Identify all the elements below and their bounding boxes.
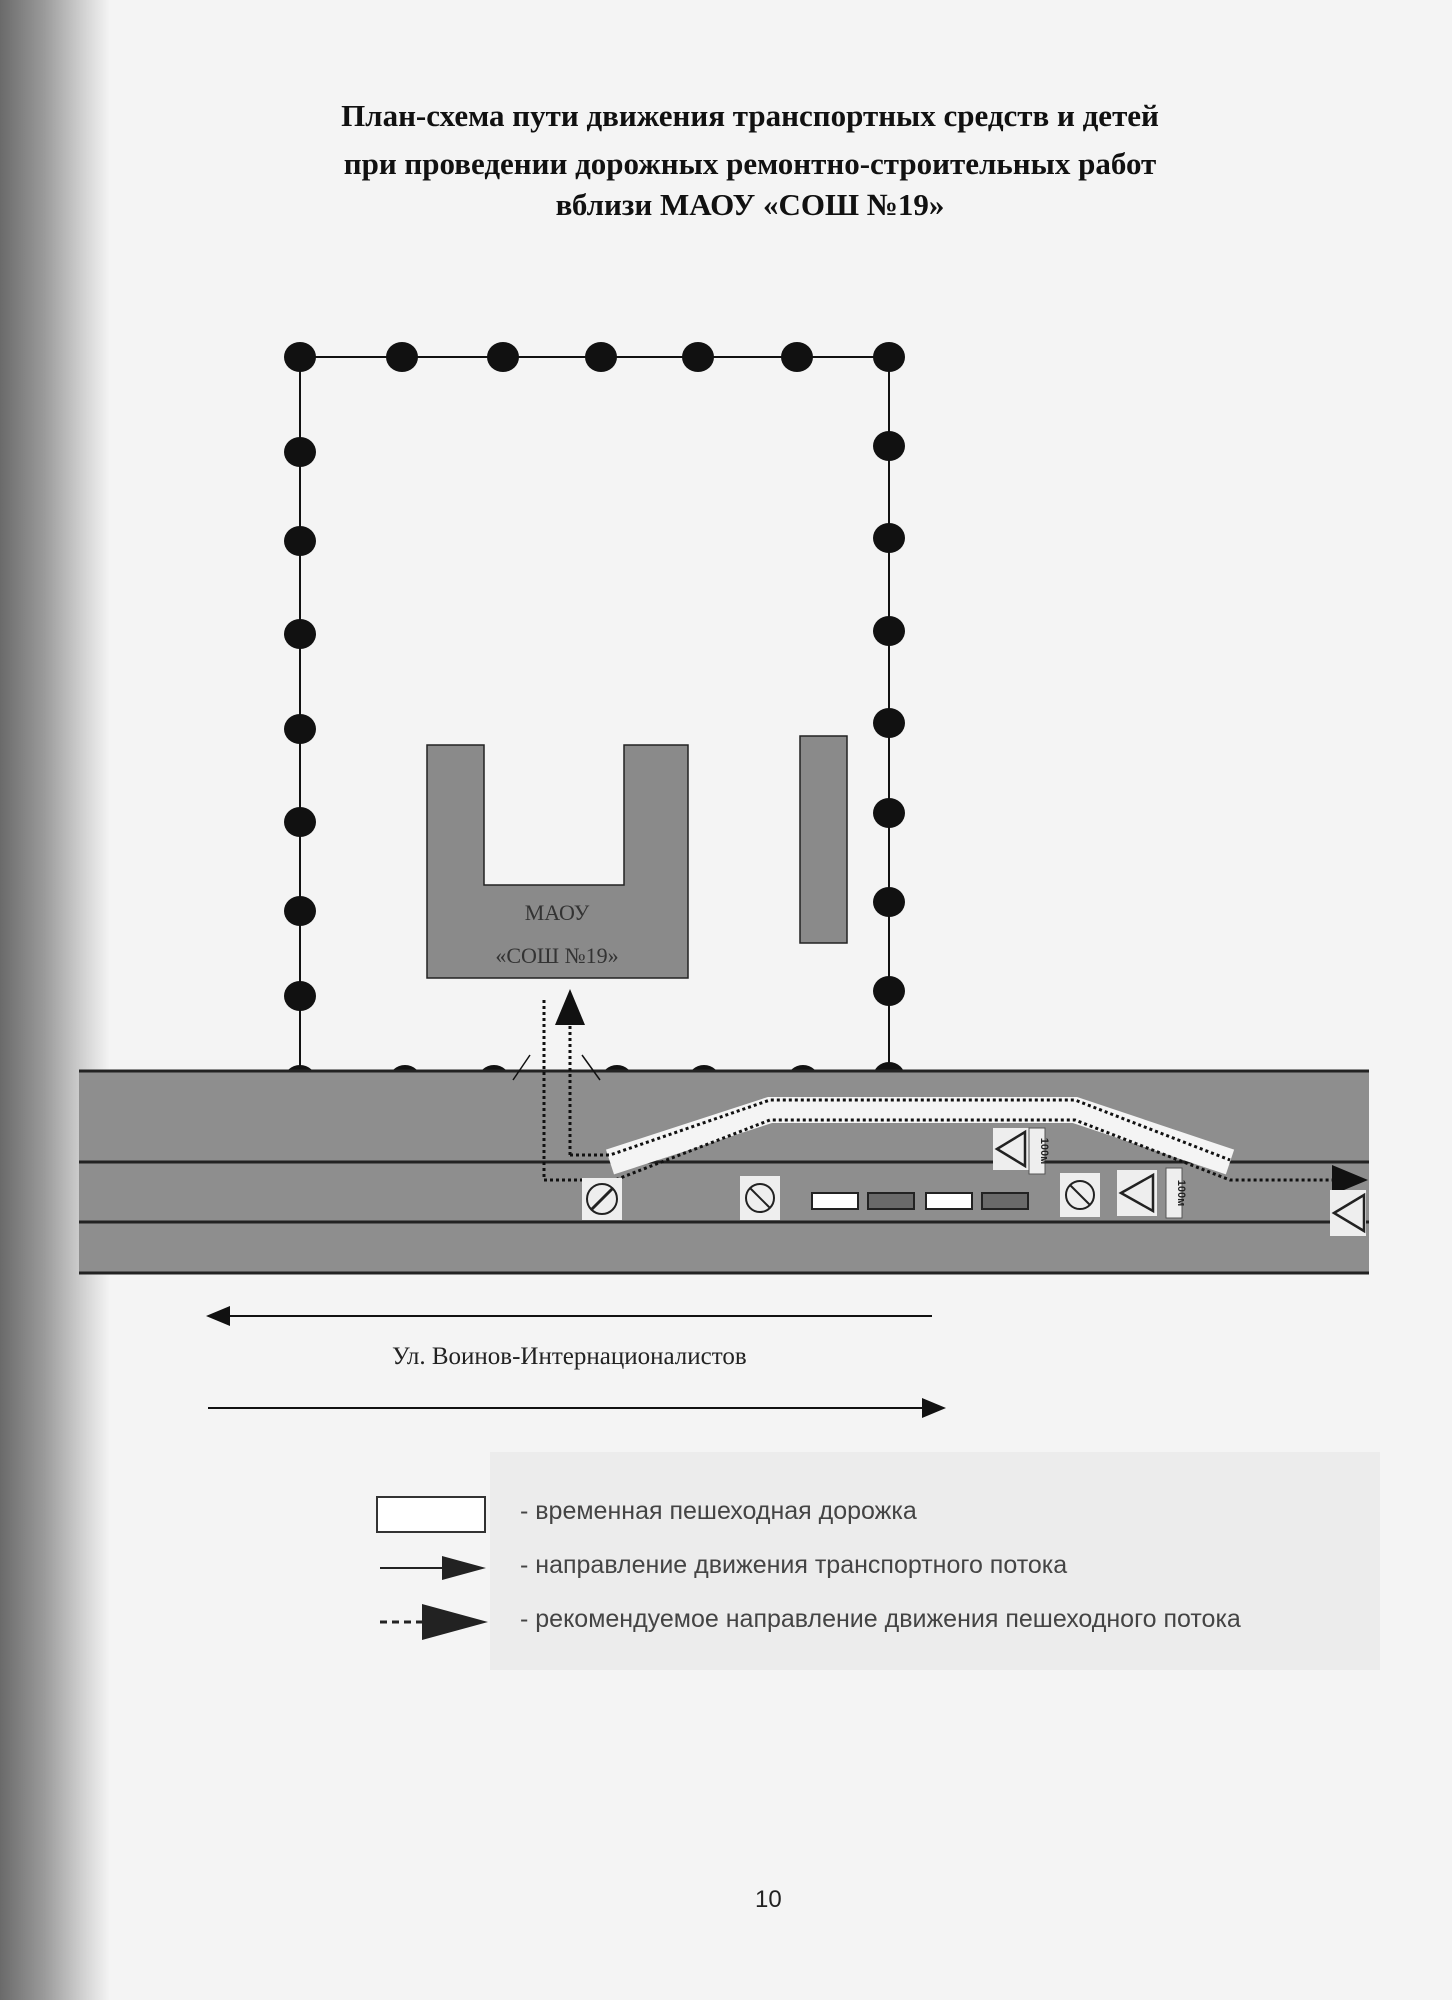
fence-post [284, 896, 316, 926]
legend-label-walkway: - временная пешеходная дорожка [520, 1497, 917, 1525]
distance-plate: 100м [1028, 1127, 1050, 1175]
fence-post [873, 976, 905, 1006]
temporary-walkway [605, 1097, 1235, 1175]
gate-line [512, 1054, 531, 1081]
building-label-1: МАОУ [524, 900, 590, 925]
fence-post [873, 887, 905, 917]
fence-post [873, 431, 905, 461]
page-number: 10 [755, 1886, 782, 1913]
end-restrictions-sign [582, 1178, 622, 1220]
distance-plate-text: 100м [1038, 1138, 1050, 1165]
fence-post [386, 342, 418, 372]
legend-walkway-symbol [376, 1496, 486, 1533]
building-label-2: «СОШ №19» [495, 943, 619, 968]
no-pedestrians-sign [1060, 1173, 1100, 1217]
distance-plate-text: 100м [1175, 1180, 1187, 1207]
fence-post [873, 798, 905, 828]
annex-building [799, 735, 848, 944]
fence-post [284, 526, 316, 556]
fence-post [781, 342, 813, 372]
fence-post [284, 714, 316, 744]
title-line-3: вблизи МАОУ «СОШ №19» [555, 187, 945, 222]
legend-label-pedestrian: - рекомендуемое направление движения пеш… [520, 1605, 1241, 1633]
fence-post [682, 342, 714, 372]
legend-label-traffic: - направление движения транспортного пот… [520, 1551, 1068, 1579]
fence-post [585, 342, 617, 372]
school-building [426, 744, 689, 979]
pedestrian-route [542, 989, 1368, 1195]
no-pedestrians-sign [740, 1176, 780, 1220]
title-line-1: План-схема пути движения транспортных ср… [341, 98, 1159, 133]
gate-line [581, 1054, 601, 1081]
fence-post [284, 807, 316, 837]
children-warning-sign [1330, 1190, 1366, 1236]
scan-shadow [0, 0, 110, 2000]
fence-post [873, 342, 905, 372]
street-name: Ул. Воинов-Интернационалистов [392, 1343, 747, 1370]
fence-post [873, 708, 905, 738]
fence-post [873, 523, 905, 553]
children-warning-sign [1117, 1170, 1157, 1216]
fence-post [873, 616, 905, 646]
fence-post [284, 981, 316, 1011]
children-warning-sign [993, 1128, 1029, 1170]
fence-post [284, 619, 316, 649]
fence-post [284, 437, 316, 467]
fence-post [284, 342, 316, 372]
road-barrier-blocks [811, 1192, 1029, 1210]
fence-post [487, 342, 519, 372]
title-line-2: при проведении дорожных ремонтно-строите… [343, 146, 1157, 181]
distance-plate: 100м [1165, 1167, 1187, 1219]
legend-background [490, 1452, 1380, 1670]
